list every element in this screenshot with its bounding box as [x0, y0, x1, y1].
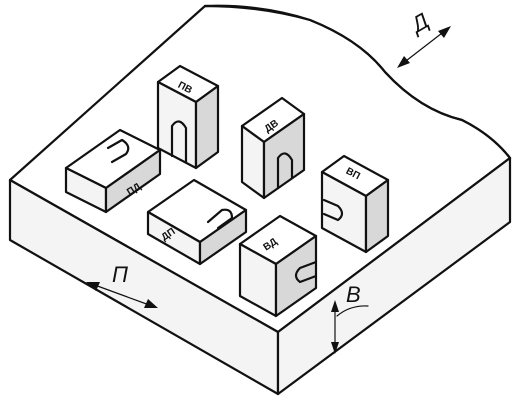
height-dimension: В — [331, 282, 369, 354]
height-leader-line — [336, 305, 369, 317]
block-pd-slot — [106, 138, 130, 164]
back-arrow-head-b — [438, 26, 451, 38]
block-dp-right — [198, 208, 248, 266]
slab-front-right-face — [276, 156, 512, 396]
block-vd-slot — [294, 260, 318, 284]
block-dv-slot — [276, 152, 294, 190]
block-vd: ВД — [238, 214, 318, 318]
block-vp-right — [364, 178, 390, 254]
height-arrow-bottom — [331, 342, 339, 354]
height-arrow-top — [331, 300, 339, 312]
block-dp-slot — [206, 208, 234, 230]
left-direction-arrow: П — [86, 262, 158, 308]
block-pv-right — [194, 84, 220, 170]
block-dp: ДП — [146, 178, 248, 266]
left-arrow-head-a — [86, 282, 100, 291]
left-arrow-shaft — [91, 283, 153, 307]
back-arrow-head-a — [397, 56, 410, 68]
left-axis-label: П — [112, 262, 128, 287]
left-arrow-head-b — [144, 299, 158, 308]
back-direction-arrow: Д — [397, 8, 451, 68]
block-pv: ПВ — [156, 64, 220, 170]
block-pd-right — [104, 148, 162, 214]
back-arrow-shaft — [401, 29, 447, 65]
block-vp-slot — [322, 198, 344, 222]
block-dv: ДВ — [240, 96, 306, 200]
height-axis-label: В — [346, 282, 361, 307]
block-pv-slot — [170, 120, 188, 164]
block-pd: ПД — [64, 128, 162, 214]
block-vp: ВП — [320, 154, 390, 254]
slab-break-line — [203, 4, 512, 160]
block-dv-right — [262, 112, 306, 200]
back-axis-label: Д — [404, 8, 433, 39]
